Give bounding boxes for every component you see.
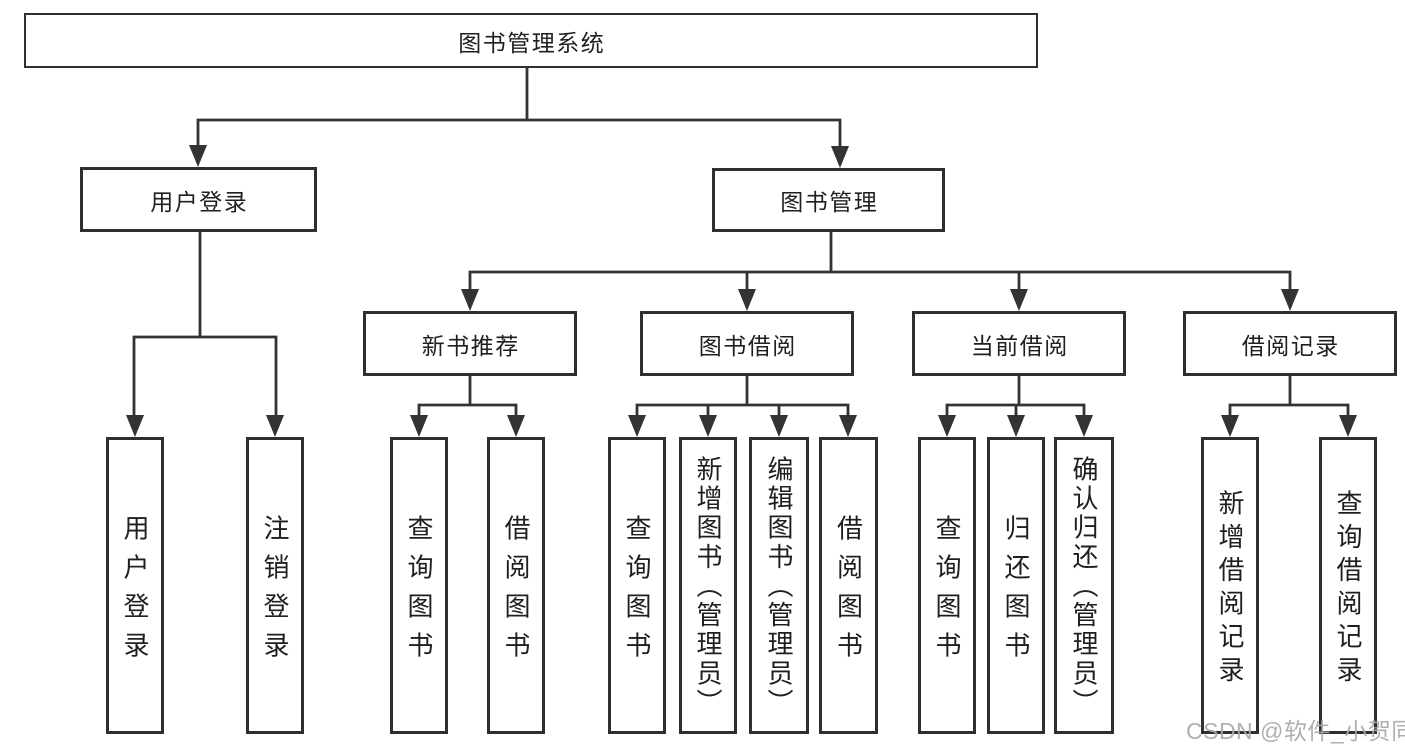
node-current-borrow: 当前借阅 <box>912 311 1126 376</box>
leaf-query-books-3: 查询图书 <box>918 437 976 734</box>
leaf-add-borrow-record-label: 新增借阅记录 <box>1215 489 1245 689</box>
node-new-book-recommend: 新书推荐 <box>363 311 577 376</box>
node-book-management: 图书管理 <box>712 168 945 232</box>
leaf-borrow-books-1-label: 借阅图书 <box>501 514 531 670</box>
node-new-book-recommend-label: 新书推荐 <box>421 332 520 359</box>
tree-edges <box>132 68 1350 419</box>
leaf-user-login-label: 用户登录 <box>120 514 150 670</box>
node-book-management-label: 图书管理 <box>780 189 879 215</box>
node-borrow-records-label: 借阅记录 <box>1241 332 1340 359</box>
leaf-borrow-books-2: 借阅图书 <box>819 437 878 734</box>
node-current-borrow-label: 当前借阅 <box>970 332 1069 359</box>
node-user-login-label: 用户登录 <box>150 188 249 215</box>
leaf-confirm-return-admin: 确认归还（管理员） <box>1054 437 1114 734</box>
leaf-query-books-1: 查询图书 <box>390 437 448 734</box>
node-root-label: 图书管理系统 <box>458 29 606 56</box>
leaf-logout-label: 注销登录 <box>260 514 290 670</box>
arrowheads <box>126 145 1357 437</box>
leaf-borrow-books-1: 借阅图书 <box>487 437 545 734</box>
leaf-borrow-books-2-label: 借阅图书 <box>833 514 864 670</box>
leaf-add-borrow-record: 新增借阅记录 <box>1201 437 1259 734</box>
leaf-return-books-label: 归还图书 <box>1001 514 1031 670</box>
leaf-query-borrow-record: 查询借阅记录 <box>1319 437 1377 734</box>
csdn-watermark: CSDN @软件_小贺同学 <box>1186 718 1405 744</box>
leaf-confirm-return-admin-label: 确认归还（管理员） <box>1069 456 1099 719</box>
leaf-logout: 注销登录 <box>246 437 304 734</box>
leaf-return-books: 归还图书 <box>987 437 1045 734</box>
leaf-query-books-3-label: 查询图书 <box>932 514 962 670</box>
leaf-query-books-2: 查询图书 <box>608 437 666 734</box>
node-book-borrow: 图书借阅 <box>640 311 854 376</box>
leaf-edit-book-admin-label: 编辑图书（管理员） <box>764 456 794 719</box>
leaf-user-login: 用户登录 <box>106 437 164 734</box>
leaf-add-book-admin: 新增图书（管理员） <box>679 437 737 734</box>
leaf-query-books-2-label: 查询图书 <box>622 514 652 670</box>
node-root-system: 图书管理系统 <box>24 13 1038 68</box>
node-user-login: 用户登录 <box>80 167 317 232</box>
node-borrow-records: 借阅记录 <box>1183 311 1397 376</box>
leaf-edit-book-admin: 编辑图书（管理员） <box>749 437 809 734</box>
node-book-borrow-label: 图书借阅 <box>698 332 797 359</box>
leaf-query-books-1-label: 查询图书 <box>404 514 434 670</box>
leaf-add-book-admin-label: 新增图书（管理员） <box>693 456 723 719</box>
leaf-query-borrow-record-label: 查询借阅记录 <box>1333 489 1363 689</box>
